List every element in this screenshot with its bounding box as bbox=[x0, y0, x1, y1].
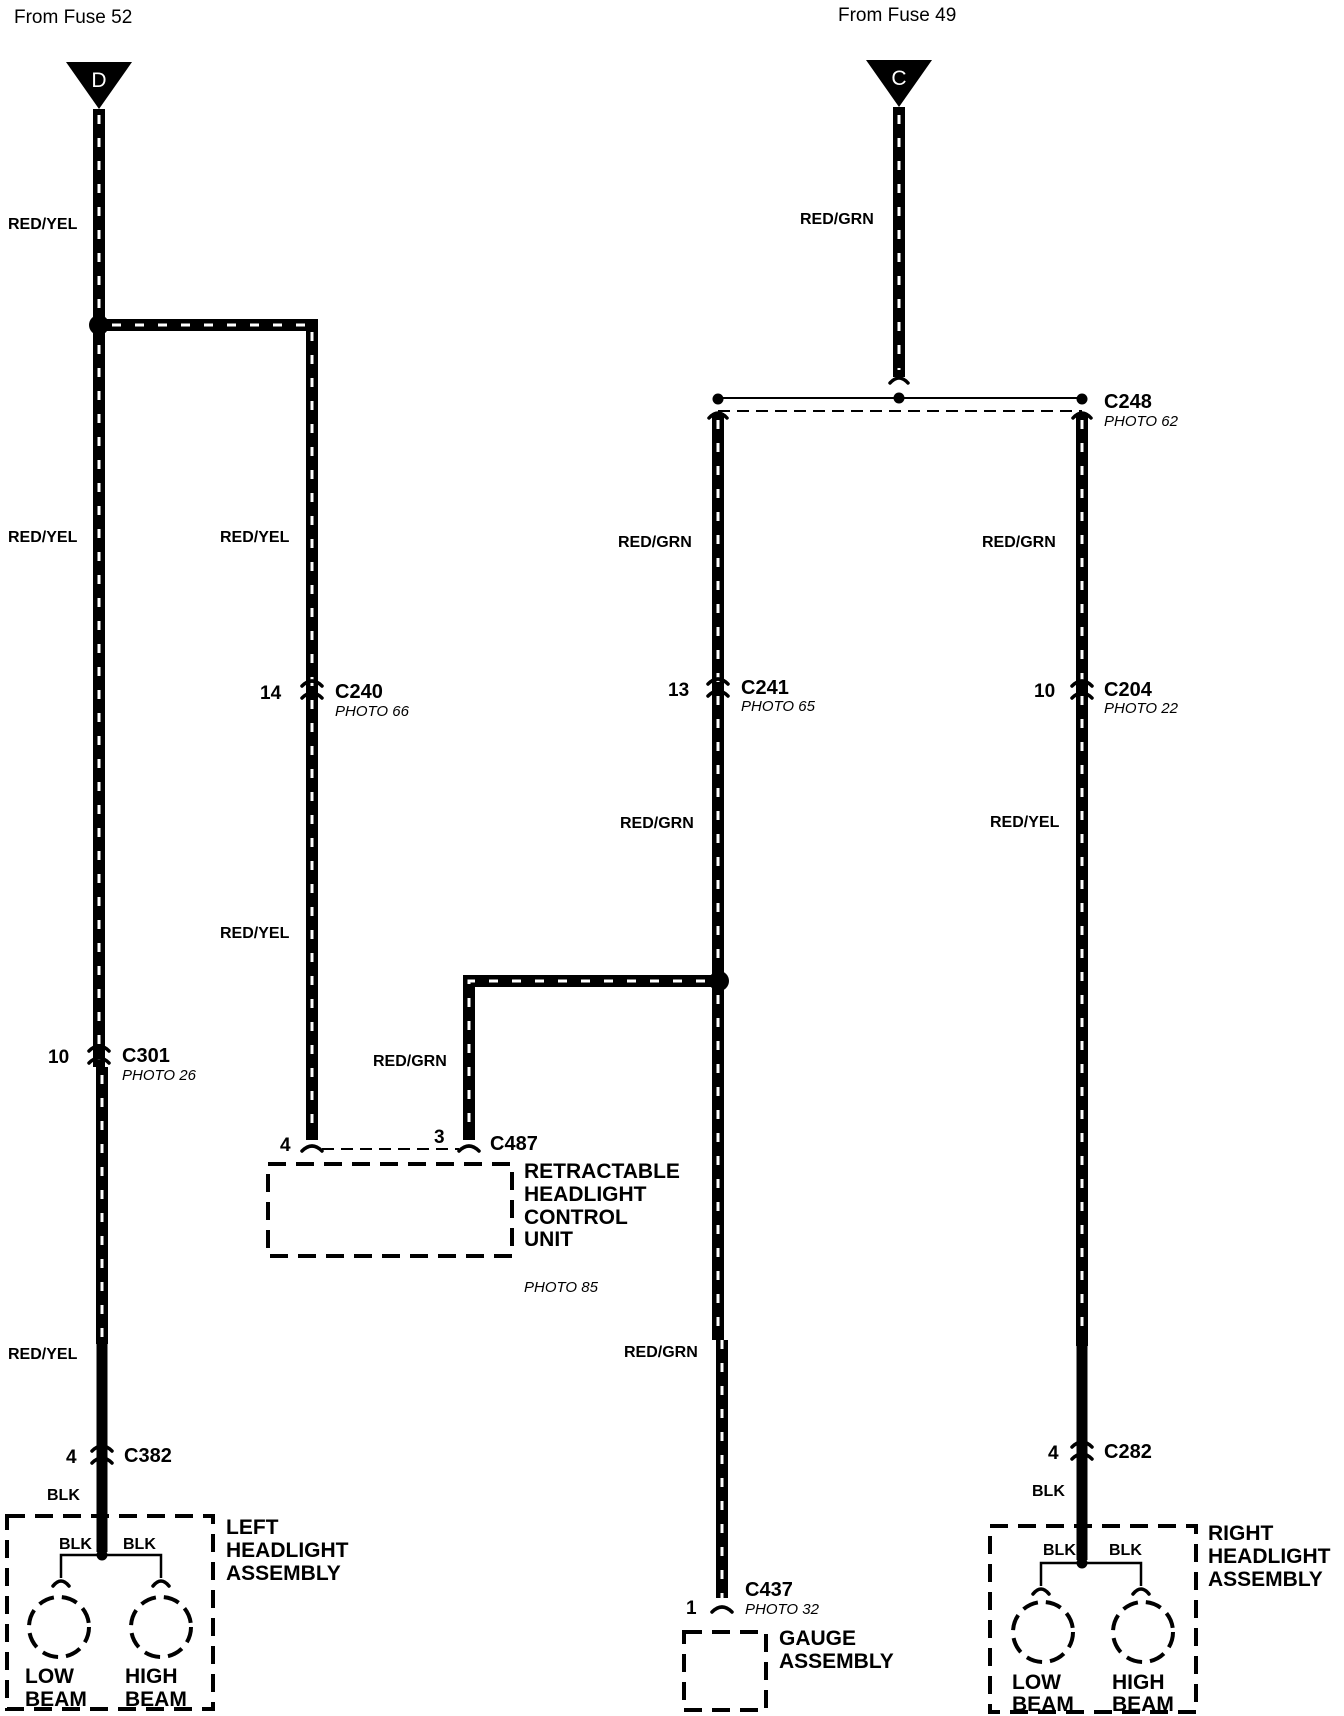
low-beam-label: BEAM bbox=[1012, 1693, 1074, 1716]
c382-label: C382 bbox=[124, 1445, 172, 1467]
wire-c241-branch bbox=[712, 413, 728, 1598]
wire-color-label: BLK bbox=[47, 1487, 80, 1504]
c487-pin-3: 3 bbox=[434, 1127, 445, 1148]
wire-color-label: RED/GRN bbox=[373, 1053, 447, 1070]
connector-c241-symbol bbox=[706, 677, 730, 698]
wire-color-label: BLK bbox=[1032, 1483, 1065, 1500]
wire-left-branch bbox=[99, 319, 318, 1140]
high-beam-label: HIGH bbox=[1112, 1671, 1165, 1694]
c241-pin: 13 bbox=[668, 680, 689, 701]
c240-pin: 14 bbox=[260, 683, 282, 704]
wire-color-label: RED/YEL bbox=[220, 529, 290, 546]
gauge-name-line: GAUGE bbox=[779, 1627, 856, 1650]
splice-center bbox=[709, 971, 729, 991]
connector-c487-symbol bbox=[300, 1144, 481, 1153]
c282-label: C282 bbox=[1104, 1441, 1152, 1463]
wire-color-label: RED/YEL bbox=[8, 1346, 78, 1363]
left-headlight-name-line: HEADLIGHT bbox=[226, 1539, 349, 1562]
left-headlight-name-line: ASSEMBLY bbox=[226, 1562, 341, 1585]
c437-pin: 1 bbox=[686, 1598, 697, 1619]
c241-photo: PHOTO 65 bbox=[741, 698, 816, 715]
terminal-c: C bbox=[866, 60, 932, 107]
high-beam-label: HIGH bbox=[125, 1665, 178, 1688]
control-unit-name-line: HEADLIGHT bbox=[524, 1183, 647, 1206]
c437-label: C437 bbox=[745, 1579, 793, 1601]
control-unit: RETRACTABLE HEADLIGHT CONTROL UNIT PHOTO… bbox=[266, 1160, 680, 1296]
control-unit-name-line: CONTROL bbox=[524, 1206, 628, 1229]
c301-photo: PHOTO 26 bbox=[122, 1067, 197, 1084]
gauge-assembly: GAUGE ASSEMBLY bbox=[682, 1627, 894, 1712]
wire-color-label: RED/YEL bbox=[8, 216, 78, 233]
wire-color-label: RED/GRN bbox=[620, 815, 694, 832]
connector-c437-symbol bbox=[710, 1605, 734, 1614]
wire-c487-branch bbox=[463, 975, 718, 1140]
high-beam-lamp-icon bbox=[129, 1595, 193, 1659]
wire-color-label: RED/YEL bbox=[8, 529, 78, 546]
right-headlight-name-line: RIGHT bbox=[1208, 1522, 1274, 1545]
high-beam-label: BEAM bbox=[125, 1688, 187, 1711]
c204-pin: 10 bbox=[1034, 681, 1055, 702]
wire-color-label: BLK bbox=[59, 1536, 92, 1553]
low-beam-label: BEAM bbox=[25, 1688, 87, 1711]
c487-label: C487 bbox=[490, 1133, 538, 1155]
c241-label: C241 bbox=[741, 677, 789, 699]
control-unit-name-line: UNIT bbox=[524, 1228, 573, 1251]
c204-photo: PHOTO 22 bbox=[1104, 700, 1179, 717]
c437-photo: PHOTO 32 bbox=[745, 1601, 820, 1618]
splice-left bbox=[89, 315, 109, 335]
control-unit-name-line: RETRACTABLE bbox=[524, 1160, 680, 1183]
c301-pin: 10 bbox=[48, 1047, 69, 1068]
right-headlight-name-line: HEADLIGHT bbox=[1208, 1545, 1331, 1568]
wire-color-label: RED/GRN bbox=[800, 211, 874, 228]
control-unit-photo: PHOTO 85 bbox=[524, 1279, 599, 1296]
c240-photo: PHOTO 66 bbox=[335, 703, 410, 720]
connector-c240-symbol bbox=[300, 679, 324, 700]
c282-pin: 4 bbox=[1048, 1443, 1059, 1464]
wire-color-label: BLK bbox=[123, 1536, 156, 1553]
c382-pin: 4 bbox=[66, 1447, 77, 1468]
terminal-c-label: C bbox=[891, 67, 906, 90]
splice-c248 bbox=[707, 376, 1093, 420]
low-beam-label: LOW bbox=[1012, 1671, 1061, 1694]
c240-label: C240 bbox=[335, 681, 383, 703]
left-headlight-assembly: BLK BLK LOW BEAM HIGH BEAM LEFT HEADLIGH… bbox=[5, 1344, 349, 1711]
wire-color-label: RED/GRN bbox=[982, 534, 1056, 551]
low-beam-label: LOW bbox=[25, 1665, 74, 1688]
c248-label: C248 bbox=[1104, 391, 1152, 413]
source-fuse-49-label: From Fuse 49 bbox=[838, 5, 956, 26]
terminal-d-label: D bbox=[91, 69, 106, 92]
connector-c301-symbol bbox=[87, 1044, 111, 1065]
wire-color-label: RED/GRN bbox=[624, 1344, 698, 1361]
gauge-name-line: ASSEMBLY bbox=[779, 1650, 894, 1673]
low-beam-lamp-icon bbox=[1011, 1600, 1075, 1664]
c204-label: C204 bbox=[1104, 679, 1153, 701]
c248-photo: PHOTO 62 bbox=[1104, 413, 1179, 430]
wire-color-label: RED/YEL bbox=[990, 814, 1060, 831]
right-headlight-name-line: ASSEMBLY bbox=[1208, 1568, 1323, 1591]
connector-c204-symbol bbox=[1070, 679, 1094, 700]
wire-color-label: BLK bbox=[1043, 1542, 1076, 1559]
wire-color-label: RED/YEL bbox=[220, 925, 290, 942]
wire-left-main bbox=[93, 109, 108, 1344]
left-headlight-name-line: LEFT bbox=[226, 1516, 279, 1539]
c301-label: C301 bbox=[122, 1045, 170, 1067]
high-beam-lamp-icon bbox=[1111, 1600, 1175, 1664]
wire-color-label: BLK bbox=[1109, 1542, 1142, 1559]
high-beam-label: BEAM bbox=[1112, 1693, 1174, 1716]
c487-pin-4: 4 bbox=[280, 1135, 291, 1156]
low-beam-lamp-icon bbox=[27, 1595, 91, 1659]
source-fuse-52-label: From Fuse 52 bbox=[14, 7, 132, 28]
wire-color-label: RED/GRN bbox=[618, 534, 692, 551]
terminal-d: D bbox=[66, 62, 132, 109]
right-headlight-assembly: BLK BLK LOW BEAM HIGH BEAM RIGHT HEADLIG… bbox=[988, 1346, 1331, 1716]
